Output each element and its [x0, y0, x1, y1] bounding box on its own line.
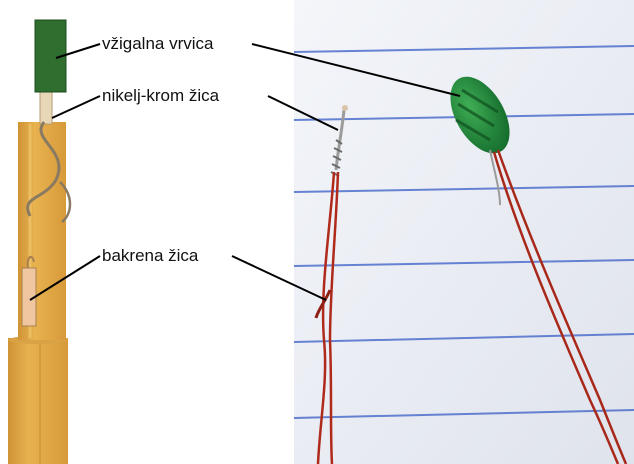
diagram-panel	[8, 20, 70, 464]
label-nichrome-wire: nikelj-krom žica	[102, 86, 219, 106]
label-copper-wire: bakrena žica	[102, 246, 198, 266]
label-igniter-fuse: vžigalna vrvica	[102, 34, 214, 54]
photo-panel	[294, 0, 634, 464]
leader-nichrome	[52, 96, 100, 118]
lower-stick	[8, 338, 68, 464]
lead-wires	[40, 92, 52, 124]
